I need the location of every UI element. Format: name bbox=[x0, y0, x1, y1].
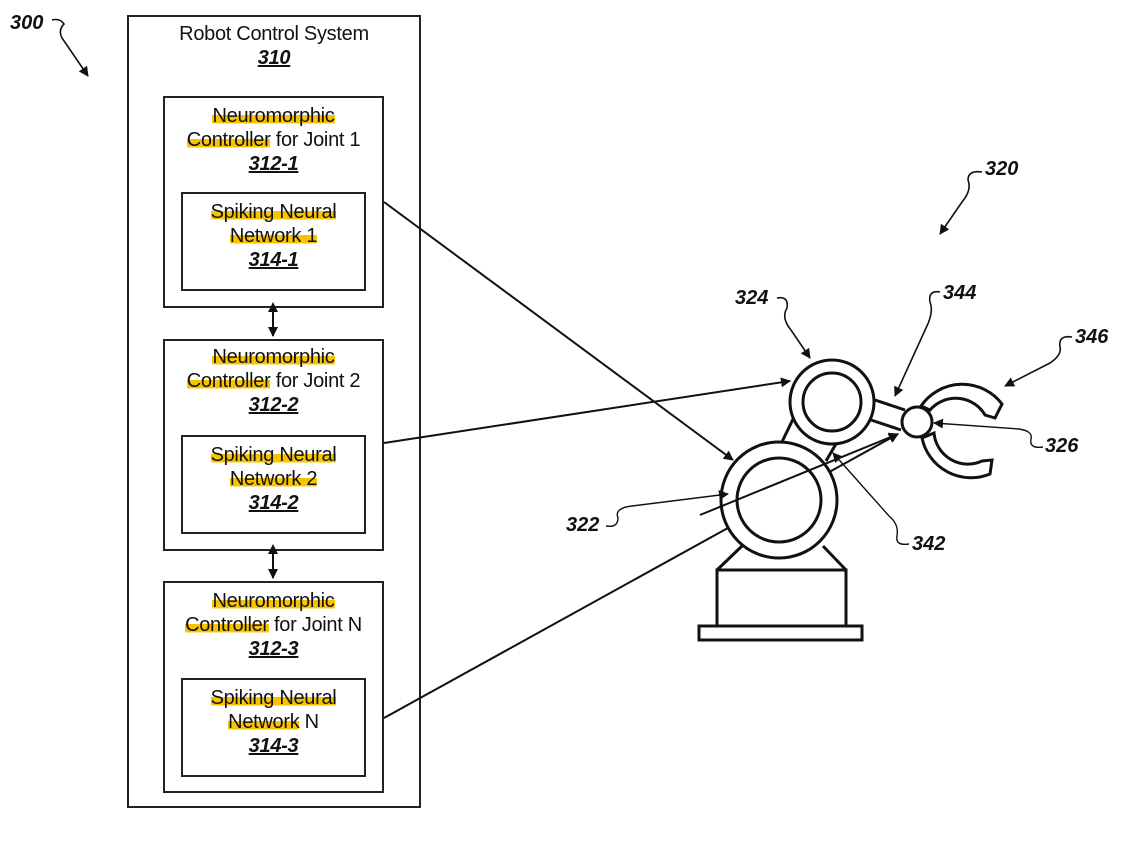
controller-label-3: Neuromorphic Controller for Joint N 312-… bbox=[163, 589, 384, 661]
gripper-upper-jaw bbox=[918, 382, 1004, 420]
snn-3-line2b: N bbox=[299, 711, 319, 733]
snn-1-line2b: 1 bbox=[301, 225, 318, 247]
controller-3-line2b: for Joint N bbox=[268, 614, 362, 636]
robot-arm bbox=[697, 358, 1004, 642]
leader-346 bbox=[1004, 335, 1073, 387]
joint-326 bbox=[900, 405, 934, 439]
controller-2-line1: Neuromorphic bbox=[212, 346, 335, 368]
snn-2-line2a: Network bbox=[229, 468, 302, 490]
robot-control-system-title: Robot Control System 310 bbox=[127, 22, 421, 70]
label-326: 326 bbox=[1045, 435, 1079, 457]
link-344-a bbox=[874, 398, 906, 412]
label-344: 344 bbox=[943, 282, 977, 304]
controller-2-ref: 312-2 bbox=[248, 394, 299, 416]
snn-label-2: Spiking Neural Network 2 314-2 bbox=[181, 443, 366, 515]
leader-320 bbox=[939, 170, 983, 235]
snn-box-3 bbox=[181, 678, 366, 777]
controller-box-3 bbox=[163, 581, 384, 793]
figure-ref-300: 300 bbox=[10, 12, 44, 34]
controller-3-line2a: Controller bbox=[185, 614, 269, 636]
controller-2-line2b: for Joint 2 bbox=[270, 370, 361, 392]
snn-2-line2b: 2 bbox=[301, 468, 318, 490]
label-346: 346 bbox=[1075, 326, 1109, 348]
snn-1-line1: Spiking Neural bbox=[210, 201, 337, 223]
snn-box-1 bbox=[181, 192, 366, 291]
snn-3-line2a: Network bbox=[228, 711, 300, 733]
controller-label-2: Neuromorphic Controller for Joint 2 312-… bbox=[163, 345, 384, 417]
leader-326 bbox=[933, 418, 1044, 449]
snn-3-ref: 314-3 bbox=[248, 735, 299, 757]
snn-2-ref: 314-2 bbox=[248, 492, 299, 514]
leader-344 bbox=[894, 290, 941, 397]
snn-3-line1: Spiking Neural bbox=[210, 687, 337, 709]
snn-label-1: Spiking Neural Network 1 314-1 bbox=[181, 200, 366, 272]
controller-3-line1: Neuromorphic bbox=[212, 590, 335, 612]
link-344-b bbox=[870, 418, 902, 432]
system-ref: 310 bbox=[257, 47, 291, 69]
label-322: 322 bbox=[566, 514, 600, 536]
robot-base-plate bbox=[697, 624, 864, 642]
controller-1-line2a: Controller bbox=[186, 129, 271, 151]
system-title-text: Robot Control System bbox=[179, 23, 369, 45]
gripper-lower-jaw bbox=[920, 430, 994, 480]
snn-box-2 bbox=[181, 435, 366, 534]
controller-1-line2b: for Joint 1 bbox=[270, 129, 361, 151]
controller-1-ref: 312-1 bbox=[248, 153, 299, 175]
joint-324-inner bbox=[801, 371, 863, 433]
robot-control-system-box bbox=[127, 15, 421, 808]
robot-base-pedestal bbox=[715, 568, 848, 628]
leader-300 bbox=[51, 18, 89, 77]
snn-2-line1: Spiking Neural bbox=[210, 444, 337, 466]
connection-snn1-to-base-joint bbox=[383, 201, 734, 461]
label-320: 320 bbox=[985, 158, 1019, 180]
label-342: 342 bbox=[912, 533, 946, 555]
snn-1-ref: 314-1 bbox=[248, 249, 299, 271]
connection-snn2-to-elbow-joint bbox=[383, 377, 791, 444]
leader-322 bbox=[605, 490, 729, 528]
controller-2-line2a: Controller bbox=[186, 370, 271, 392]
controller-1-line1: Neuromorphic bbox=[212, 105, 335, 127]
leader-324 bbox=[776, 296, 811, 359]
leader-342 bbox=[832, 452, 910, 546]
snn-label-3: Spiking Neural Network N 314-3 bbox=[181, 686, 366, 758]
controller-3-ref: 312-3 bbox=[248, 638, 299, 660]
snn-1-line2a: Network bbox=[229, 225, 302, 247]
label-324: 324 bbox=[735, 287, 769, 309]
controller-label-1: Neuromorphic Controller for Joint 1 312-… bbox=[163, 104, 384, 176]
